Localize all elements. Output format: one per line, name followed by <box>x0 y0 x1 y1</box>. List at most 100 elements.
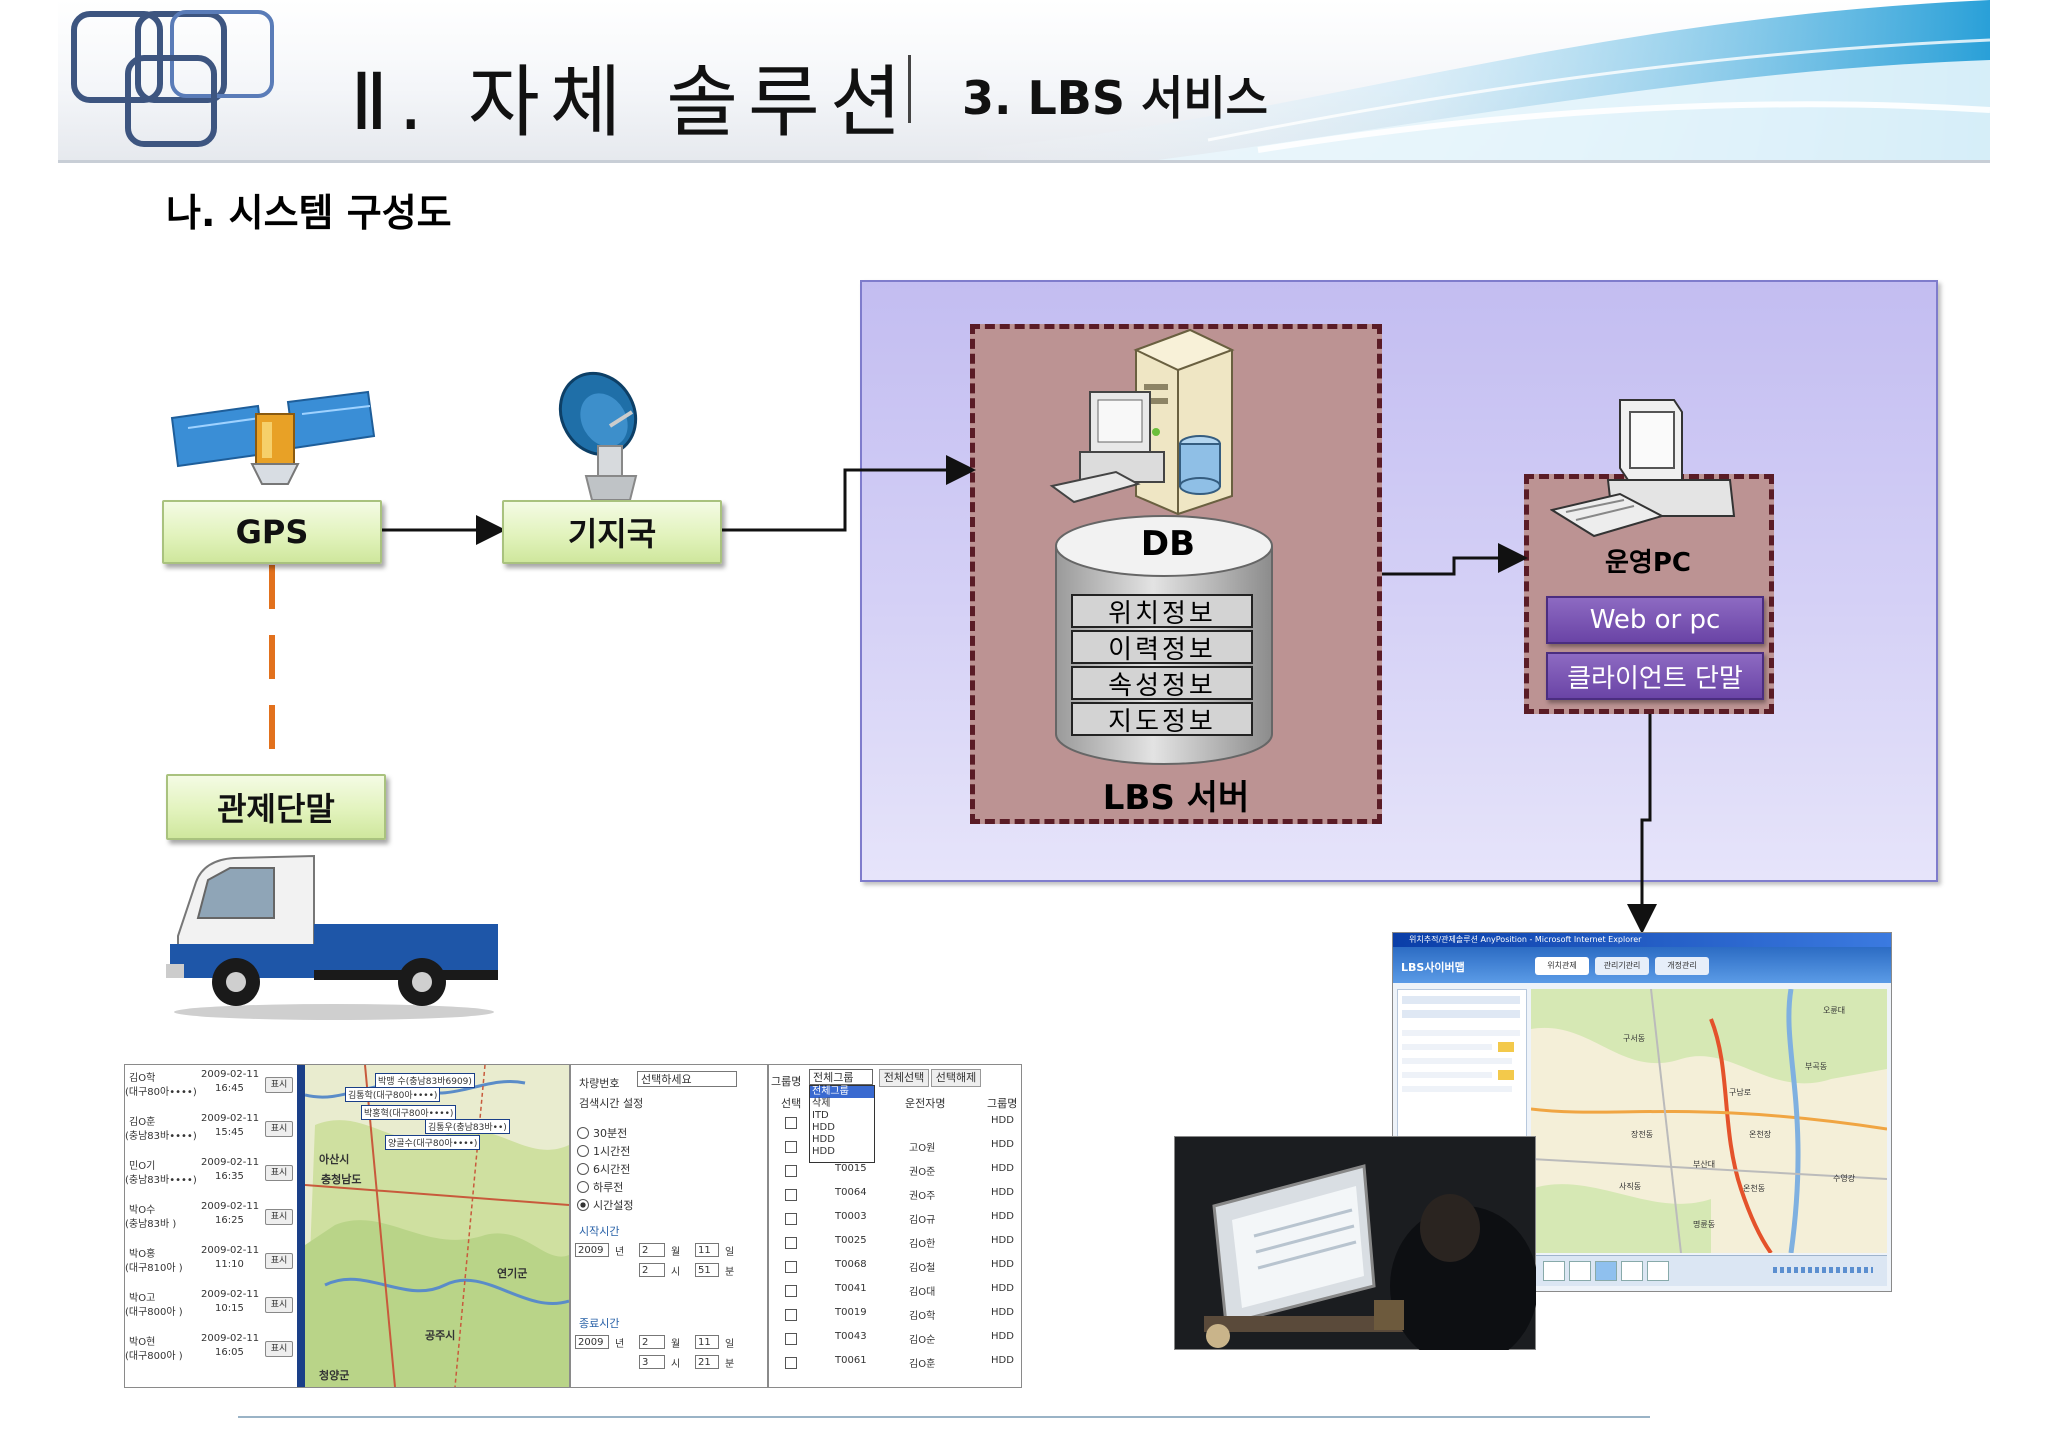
desktop-pc-icon <box>1550 398 1740 540</box>
map-vehicle-tag[interactable]: 김통우(충남83바••) <box>425 1119 510 1134</box>
time-option-label: 30분전 <box>593 1125 627 1141</box>
row-checkbox[interactable] <box>785 1333 797 1345</box>
dropdown-option[interactable]: HDD <box>810 1146 874 1158</box>
show-button[interactable]: 표시 <box>265 1341 293 1357</box>
date-select[interactable]: 3 <box>639 1355 665 1369</box>
driver-name: 김O대 <box>909 1283 935 1298</box>
date-select[interactable]: 11 <box>695 1243 719 1257</box>
map-vehicle-tag[interactable]: 양골수(대구80아••••) <box>385 1135 480 1150</box>
toolbar-print-icon[interactable] <box>1647 1261 1669 1281</box>
tab-device-management[interactable]: 관리기관리 <box>1595 957 1649 975</box>
date-select[interactable]: 11 <box>695 1335 719 1349</box>
satellite-icon <box>168 378 376 490</box>
show-button[interactable]: 표시 <box>265 1209 293 1225</box>
driver-name: 김O순 <box>909 1331 935 1346</box>
date-unit: 일 <box>725 1335 734 1350</box>
date-select[interactable]: 2 <box>639 1243 665 1257</box>
db-title: DB <box>1118 524 1218 564</box>
date-select[interactable]: 2 <box>639 1263 665 1277</box>
dropdown-option[interactable]: HDD <box>810 1122 874 1134</box>
db-row-map: 지도정보 <box>1071 702 1253 736</box>
start-time-label: 시작시간 <box>579 1223 619 1239</box>
time-option-radio[interactable] <box>577 1163 589 1175</box>
toolbar-zoom-out-icon[interactable] <box>1569 1261 1591 1281</box>
map-vehicle-tag[interactable]: 박맹 수(충남83바6909) <box>375 1073 475 1088</box>
show-button[interactable]: 표시 <box>265 1165 293 1181</box>
zoom-slider[interactable] <box>1773 1267 1873 1273</box>
date-unit: 시 <box>671 1355 680 1370</box>
vehicle-code: T0041 <box>835 1283 867 1294</box>
show-button[interactable]: 표시 <box>265 1253 293 1269</box>
row-checkbox[interactable] <box>785 1237 797 1249</box>
row-checkbox[interactable] <box>785 1285 797 1297</box>
tab-location-control[interactable]: 위치관제 <box>1535 957 1589 975</box>
vehicle-name: 김O훈 <box>129 1113 155 1128</box>
base-to-server-arrow <box>720 470 970 530</box>
vehicle-time: 15:45 <box>215 1127 244 1138</box>
toolbar-zoom-in-icon[interactable] <box>1543 1261 1565 1281</box>
row-checkbox[interactable] <box>785 1309 797 1321</box>
vehicle-date: 2009-02-11 <box>201 1333 259 1344</box>
end-time-fields: 2009년2월11일3시21분 <box>575 1335 765 1375</box>
time-option-radio[interactable] <box>577 1145 589 1157</box>
dropdown-option[interactable]: ITD <box>810 1110 874 1122</box>
server-to-pc-arrow <box>1382 558 1522 574</box>
vehicle-plate: (대구800아 ) <box>125 1303 183 1318</box>
row-checkbox[interactable] <box>785 1117 797 1129</box>
map-label: 오륜대 <box>1823 1005 1845 1016</box>
map-place-label: 연기군 <box>497 1265 527 1281</box>
show-button[interactable]: 표시 <box>265 1297 293 1313</box>
vehicle-date: 2009-02-11 <box>201 1289 259 1300</box>
date-select[interactable]: 2009 <box>575 1243 609 1257</box>
vehicle-name: 박O현 <box>129 1333 155 1348</box>
control-terminal-box: 관제단말 <box>166 774 386 840</box>
map-label: 구남로 <box>1729 1087 1751 1098</box>
row-checkbox[interactable] <box>785 1213 797 1225</box>
show-button[interactable]: 표시 <box>265 1121 293 1137</box>
dropdown-option[interactable]: 삭제 <box>810 1098 874 1110</box>
row-checkbox[interactable] <box>785 1165 797 1177</box>
driver-name: 김O규 <box>909 1211 935 1226</box>
group-select[interactable]: 전체그룹 <box>809 1069 873 1085</box>
tab-account-management[interactable]: 개정관리 <box>1655 957 1709 975</box>
truck-icon <box>164 852 504 1022</box>
dropdown-option[interactable]: 전체그룹 <box>810 1086 874 1098</box>
map-label: 온천장 <box>1749 1129 1771 1140</box>
base-station-box: 기지국 <box>502 500 722 564</box>
browser-title-bar: 위치추적/관제솔루션 AnyPosition - Microsoft Inter… <box>1393 933 1891 947</box>
footer-line <box>238 1416 1650 1418</box>
time-option-radio[interactable] <box>577 1127 589 1139</box>
map-vehicle-tag[interactable]: 김통학(대구80아••••) <box>345 1087 440 1102</box>
row-checkbox[interactable] <box>785 1357 797 1369</box>
vehicle-plate: (충남83바••••) <box>125 1127 197 1142</box>
row-checkbox[interactable] <box>785 1261 797 1273</box>
show-button[interactable]: 표시 <box>265 1077 293 1093</box>
vehicle-select[interactable]: 선택하세요 <box>637 1071 737 1087</box>
date-select[interactable]: 21 <box>695 1355 719 1369</box>
gps-box: GPS <box>162 500 382 564</box>
date-select[interactable]: 2009 <box>575 1335 609 1349</box>
end-time-label: 종료시간 <box>579 1315 619 1331</box>
map-vehicle-tag[interactable]: 박홍혁(대구80아••••) <box>361 1105 456 1120</box>
vehicle-date: 2009-02-11 <box>201 1069 259 1080</box>
deselect-all-button[interactable]: 선택해제 <box>931 1069 981 1087</box>
time-option-radio[interactable] <box>577 1181 589 1193</box>
date-select[interactable]: 51 <box>695 1263 719 1277</box>
date-select[interactable]: 2 <box>639 1335 665 1349</box>
group-name: HDD <box>991 1259 1014 1270</box>
client-terminal-button: 클라이언트 단말 <box>1546 652 1764 700</box>
row-checkbox[interactable] <box>785 1141 797 1153</box>
vehicle-code: T0043 <box>835 1331 867 1342</box>
time-option-radio[interactable] <box>577 1199 589 1211</box>
operator-photo <box>1174 1136 1536 1350</box>
toolbar-measure-icon[interactable] <box>1621 1261 1643 1281</box>
group-name: HDD <box>991 1163 1014 1174</box>
db-row-history: 이력정보 <box>1071 630 1253 664</box>
column-driver: 운전자명 <box>905 1095 945 1111</box>
dropdown-option[interactable]: HDD <box>810 1134 874 1146</box>
toolbar-pan-icon[interactable] <box>1595 1261 1617 1281</box>
select-all-button[interactable]: 전체선택 <box>879 1069 929 1087</box>
vehicle-code: T0003 <box>835 1211 867 1222</box>
row-checkbox[interactable] <box>785 1189 797 1201</box>
